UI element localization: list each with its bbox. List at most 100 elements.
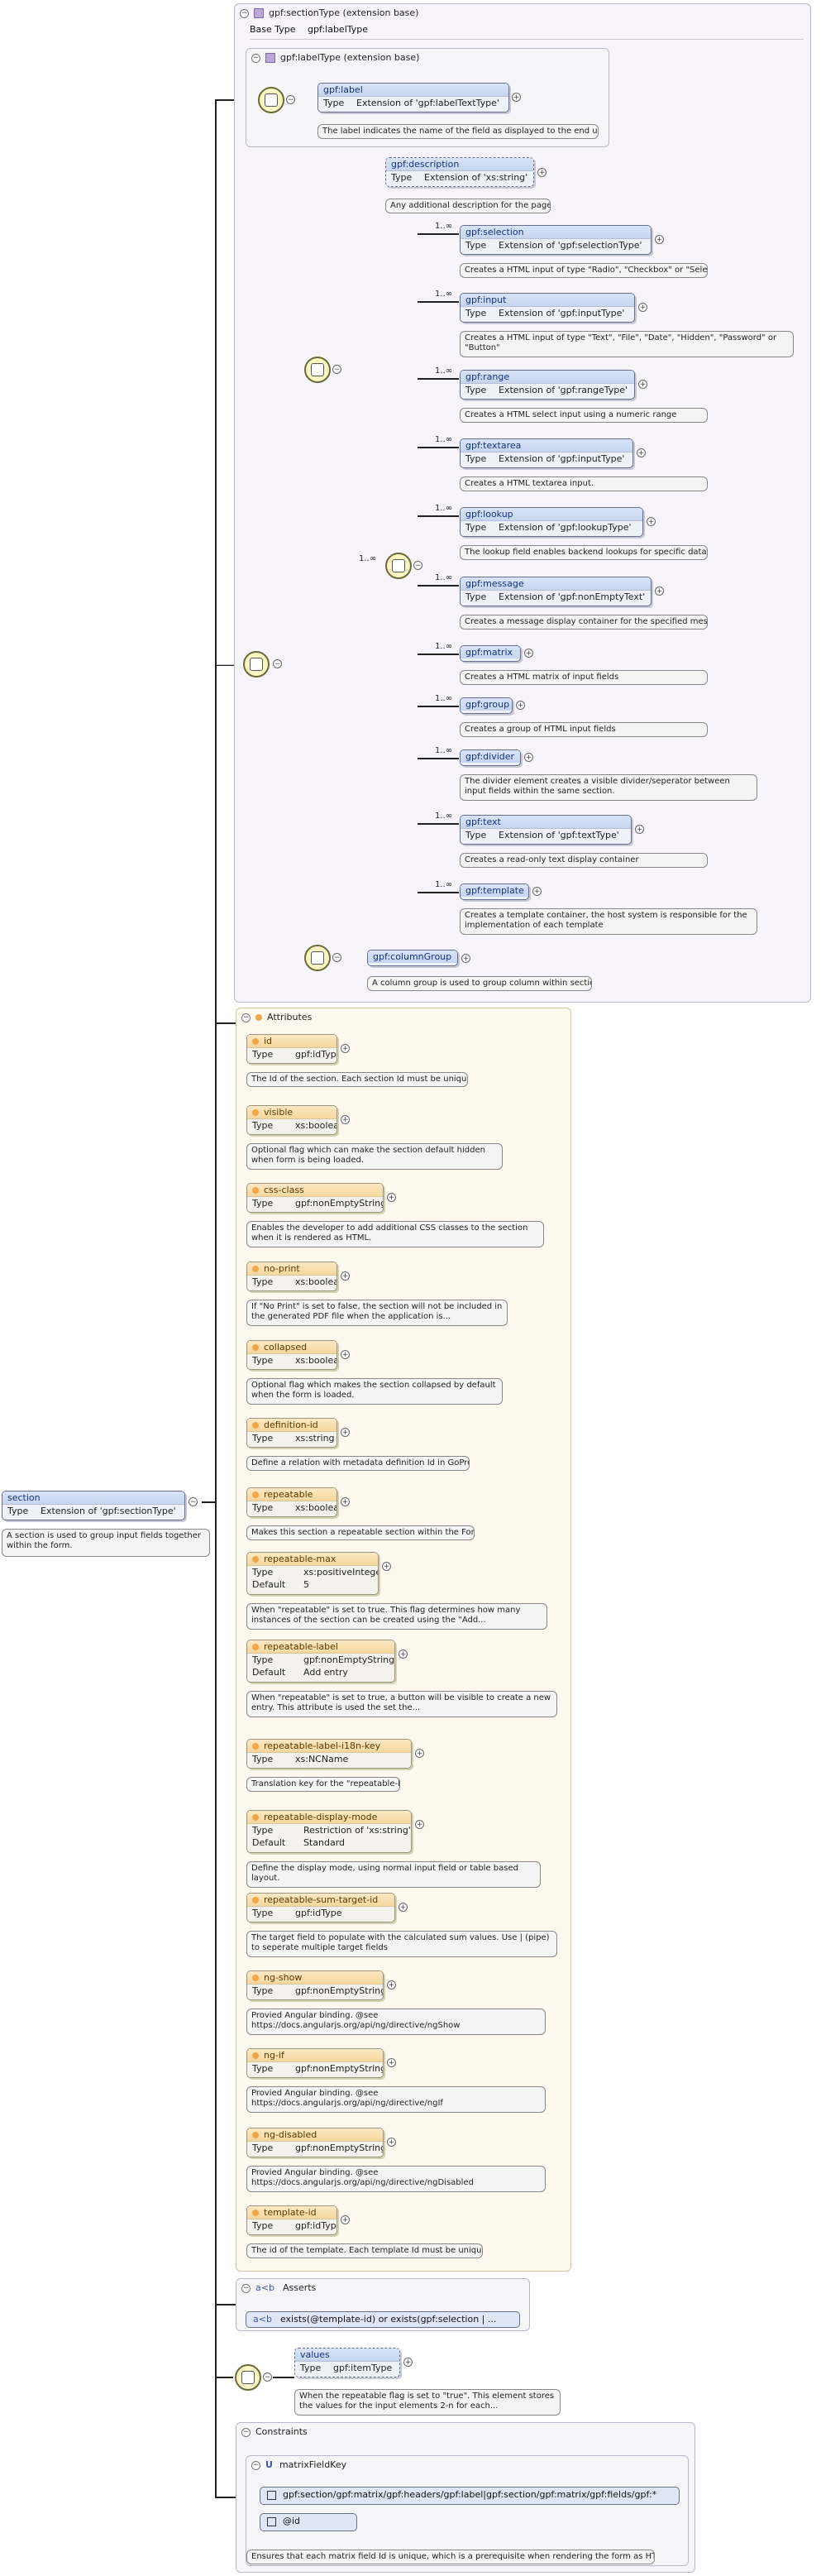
element-expand-toggle[interactable]: + bbox=[655, 587, 664, 596]
label-sequence-compositor[interactable] bbox=[258, 87, 284, 113]
root-collapse-toggle[interactable]: − bbox=[189, 1497, 198, 1506]
column-group-compositor[interactable] bbox=[304, 945, 331, 971]
label-type-collapse[interactable]: − bbox=[251, 53, 260, 63]
element-expand-toggle[interactable]: + bbox=[638, 303, 647, 312]
attribute-expand-toggle[interactable]: + bbox=[341, 1497, 350, 1506]
attribute-expand-toggle[interactable]: + bbox=[341, 1115, 350, 1124]
main-sequence-toggle[interactable]: − bbox=[273, 659, 282, 668]
attribute-prop-label: Type bbox=[252, 1276, 274, 1287]
choice-compositor[interactable] bbox=[385, 553, 412, 579]
choice-element-group[interactable]: gpf:group bbox=[460, 697, 513, 714]
attribute-expand-toggle[interactable]: + bbox=[415, 1820, 424, 1829]
attribute-expand-toggle[interactable]: + bbox=[387, 1980, 396, 1989]
element-expand-toggle[interactable]: + bbox=[524, 649, 533, 658]
choice-element-template[interactable]: gpf:template bbox=[460, 883, 529, 900]
choice-toggle[interactable]: − bbox=[413, 561, 422, 570]
key-selector[interactable]: gpf:section/gpf:matrix/gpf:headers/gpf:l… bbox=[260, 2487, 680, 2505]
attribute-prop-label: Type bbox=[252, 1754, 274, 1764]
attributes-collapse[interactable]: − bbox=[241, 1013, 251, 1022]
attribute-expand-toggle[interactable]: + bbox=[387, 2138, 396, 2147]
attribute-expand-toggle[interactable]: + bbox=[415, 1749, 424, 1758]
asserts-collapse[interactable]: − bbox=[241, 2283, 251, 2293]
element-type-label: Type bbox=[465, 240, 487, 251]
element-expand-toggle[interactable]: + bbox=[516, 701, 525, 710]
column-group-seq-toggle[interactable]: − bbox=[332, 953, 341, 962]
attribute-expand-toggle[interactable]: + bbox=[341, 1044, 350, 1053]
attribute-expand-toggle[interactable]: + bbox=[341, 1271, 350, 1281]
sequence-icon bbox=[250, 658, 263, 671]
values-toggle[interactable]: + bbox=[403, 2358, 413, 2367]
key-field[interactable]: @id bbox=[260, 2513, 357, 2531]
inner-sequence-compositor[interactable] bbox=[304, 357, 331, 383]
element-expand-toggle[interactable]: + bbox=[637, 448, 646, 457]
label-expand-toggle[interactable]: + bbox=[512, 93, 521, 102]
element-name: gpf:message bbox=[461, 577, 651, 591]
choice-element-divider[interactable]: gpf:divider bbox=[460, 749, 521, 766]
element-expand-toggle[interactable]: + bbox=[655, 235, 664, 244]
attribute-expand-toggle[interactable]: + bbox=[341, 1428, 350, 1437]
attribute-expand-toggle[interactable]: + bbox=[341, 1350, 350, 1359]
values-connector bbox=[273, 2377, 294, 2378]
label-sequence-toggle[interactable]: − bbox=[286, 95, 295, 104]
attribute-doc: Define the display mode, using normal in… bbox=[246, 1861, 541, 1888]
attribute-prop-label: Type bbox=[252, 1120, 274, 1131]
values-sequence-compositor[interactable] bbox=[235, 2364, 261, 2391]
column-group-toggle[interactable]: + bbox=[461, 954, 470, 963]
attribute-doc: If "No Print" is set to false, the secti… bbox=[246, 1300, 508, 1326]
choice-branch-line bbox=[418, 654, 459, 655]
attribute-expand-toggle[interactable]: + bbox=[399, 1650, 408, 1659]
column-group-element[interactable]: gpf:columnGroup bbox=[367, 950, 458, 966]
attribute-prop-value: gpf:nonEmptyString bbox=[295, 1198, 384, 1209]
element-expand-toggle[interactable]: + bbox=[524, 753, 533, 762]
attribute-expand-toggle[interactable]: + bbox=[341, 2215, 350, 2224]
attribute-expand-toggle[interactable]: + bbox=[399, 1903, 408, 1912]
choice-element-matrix[interactable]: gpf:matrix bbox=[460, 645, 521, 662]
unique-key-collapse[interactable]: − bbox=[251, 2460, 260, 2470]
inner-sequence-toggle[interactable]: − bbox=[332, 365, 341, 374]
section-type-collapse[interactable]: − bbox=[240, 8, 249, 18]
element-expand-toggle[interactable]: + bbox=[635, 825, 644, 834]
element-expand-toggle[interactable]: + bbox=[647, 517, 656, 526]
attribute-expand-toggle[interactable]: + bbox=[382, 1562, 391, 1571]
choice-branch-line bbox=[418, 585, 459, 587]
constraints-branch-line bbox=[215, 2497, 236, 2498]
attribute-expand-toggle[interactable]: + bbox=[387, 1193, 396, 1202]
main-sequence-compositor[interactable] bbox=[243, 651, 270, 678]
assert-row-icon: a<b bbox=[253, 2314, 272, 2325]
element-expand-toggle[interactable]: + bbox=[638, 380, 647, 389]
attribute-expand-toggle[interactable]: + bbox=[387, 2058, 396, 2067]
element-expand-toggle[interactable]: + bbox=[532, 887, 542, 896]
attribute-prop-label: Type bbox=[252, 1985, 274, 1996]
values-sequence-toggle[interactable]: − bbox=[263, 2373, 272, 2382]
constraints-collapse[interactable]: − bbox=[241, 2427, 251, 2437]
description-toggle[interactable]: + bbox=[537, 168, 547, 177]
